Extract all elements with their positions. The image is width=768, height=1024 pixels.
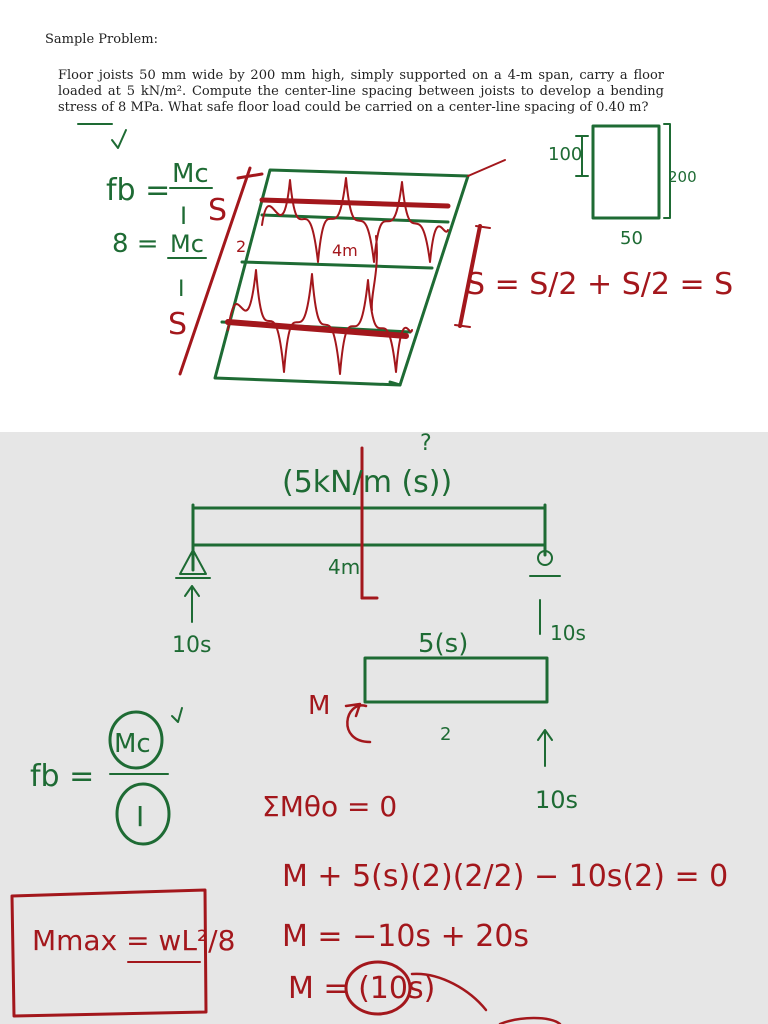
note-s: S: [208, 193, 227, 228]
note-load: (5kN/m (s)): [282, 465, 452, 500]
note-eq2: M = −10s + 20s: [282, 919, 529, 954]
notes-panel: [0, 432, 768, 1024]
note-sum: ΣMθo = 0: [262, 790, 397, 823]
note-span: 4m: [328, 555, 360, 579]
note-mc-circled: Mc: [114, 729, 151, 759]
note-len2: 2: [440, 724, 451, 745]
note-m: M: [308, 691, 330, 721]
note-segload: 5(s): [418, 629, 468, 659]
problem-panel: [0, 0, 768, 432]
note-s-eq: S = S/2 + S/2 = S: [466, 267, 733, 302]
note-r-right: 10s: [550, 621, 586, 645]
problem-statement: Floor joists 50 mm wide by 200 mm high, …: [58, 68, 664, 115]
note-eq3: M = (10s): [288, 971, 435, 1006]
note-fb-eq: fb =: [30, 759, 94, 794]
dim-200: 200: [668, 168, 697, 186]
note-eight: 8 =: [112, 229, 159, 259]
note-mmax: Mmax = wL²/8: [32, 924, 235, 957]
note-s-2: S: [168, 307, 187, 342]
note-r-fbd: 10s: [535, 786, 578, 814]
heading: Sample Problem:: [45, 32, 158, 47]
note-eq1: M + 5(s)(2)(2/2) − 10s(2) = 0: [282, 859, 728, 894]
note-q: ?: [420, 431, 432, 456]
note-i: I: [180, 202, 187, 230]
note-mc-2: Mc: [170, 230, 204, 258]
note-mc: Mc: [172, 159, 209, 189]
dim-50: 50: [620, 228, 643, 249]
note-fb: fb =: [106, 173, 170, 208]
note-i-2: I: [178, 277, 185, 302]
note-4m: 4m: [332, 241, 358, 260]
note-two: 2: [236, 237, 246, 256]
dim-100: 100: [548, 144, 582, 165]
note-i-circled: I: [136, 800, 144, 833]
note-r-left: 10s: [172, 633, 211, 658]
